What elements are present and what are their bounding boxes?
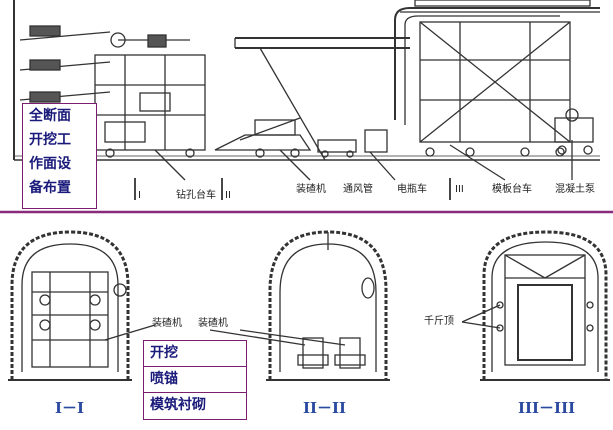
cross-section-2 (209, 230, 390, 381)
process-excavation: 开挖 (144, 341, 246, 367)
battery-car-label: 电瓶车 (397, 182, 427, 195)
i-mark: I (138, 190, 141, 201)
loader-label-1: 装碴机 (152, 316, 182, 329)
layout-label-line-1: 全断面 (29, 108, 71, 124)
top-labels: I 钻孔台车 II 装碴机 通风管 电瓶车 III 模板台车 混凝土泵 (138, 182, 595, 201)
formwork-jumbo (394, 0, 600, 157)
process-shotcrete: 喷锚 (144, 367, 246, 393)
concrete-pump-label: 混凝土泵 (555, 182, 595, 195)
section-title-3: III－III (518, 399, 575, 417)
process-label-box: 开挖 喷锚 模筑衬砌 (143, 340, 247, 420)
section-title-1: I－I (55, 399, 84, 417)
cross-section-1 (8, 230, 156, 381)
layout-label-line-2: 开挖工 (29, 132, 71, 148)
longitudinal-section (13, 0, 600, 200)
jack-label: 千斤顶 (424, 315, 454, 327)
section-titles: I－I II－II III－III (55, 399, 575, 417)
ii-mark: II (225, 190, 231, 201)
cross-section-3 (461, 230, 610, 381)
vent-pipe-label: 通风管 (343, 182, 373, 195)
bottom-labels: 装碴机 装碴机 千斤顶 (152, 315, 454, 329)
layout-label-line-3: 作面设 (29, 156, 71, 172)
iii-mark: III (455, 184, 464, 195)
layout-label-box: 全断面 开挖工 作面设 备布置 (22, 103, 97, 209)
formwork-jumbo-label: 模板台车 (492, 182, 532, 195)
layout-label-line-4: 备布置 (29, 180, 71, 196)
drill-jumbo (19, 25, 206, 158)
loader-label-2: 装碴机 (198, 316, 228, 329)
concrete-pump (554, 108, 594, 155)
loader-label: 装碴机 (296, 182, 326, 195)
process-lining: 模筑衬砌 (150, 397, 206, 413)
section-title-2: II－II (303, 399, 346, 417)
drill-jumbo-label: 钻孔台车 (176, 188, 216, 201)
mucking-loader (214, 117, 312, 158)
